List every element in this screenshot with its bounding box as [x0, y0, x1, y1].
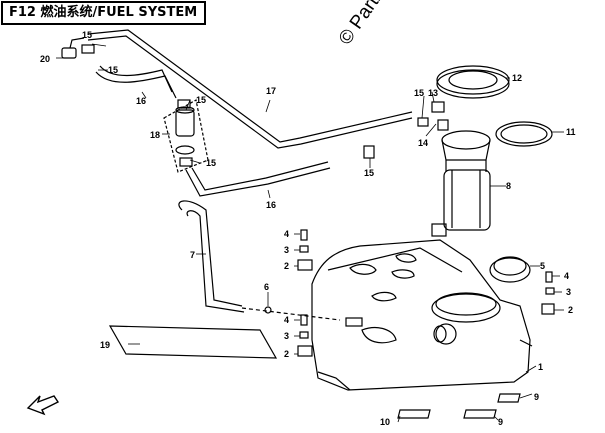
callout-15: 15 [414, 88, 424, 98]
callout-5: 5 [540, 261, 545, 271]
callout-4: 4 [564, 271, 569, 281]
pad-9-b [463, 409, 497, 419]
callout-3: 3 [284, 331, 289, 341]
fuel-tank-1 [311, 239, 533, 391]
mount-hardware-left-top [297, 229, 313, 271]
fuel-line-17 [87, 29, 413, 149]
callout-15: 15 [364, 168, 374, 178]
callout-15: 15 [206, 158, 216, 168]
callout-2: 2 [568, 305, 573, 315]
callout-15: 15 [196, 95, 206, 105]
fuel-filter-18 [163, 99, 209, 173]
lock-ring-12 [436, 65, 510, 99]
gasket-11 [495, 121, 553, 147]
front-direction-icon [26, 395, 60, 416]
callout-3: 3 [284, 245, 289, 255]
callout-7: 7 [190, 250, 195, 260]
callout-2: 2 [284, 349, 289, 359]
callout-14: 14 [418, 138, 428, 148]
callout-15: 15 [108, 65, 118, 75]
callout-16: 16 [266, 200, 276, 210]
callout-1: 1 [538, 362, 543, 372]
clamp-15 [363, 145, 375, 159]
callout-12: 12 [512, 73, 522, 83]
heat-shield-19 [108, 325, 278, 359]
pad-9-a [497, 393, 521, 403]
fitting-20 [61, 37, 95, 59]
callout-19: 19 [100, 340, 110, 350]
callout-9: 9 [498, 417, 503, 427]
clip-6 [264, 306, 272, 314]
callout-8: 8 [506, 181, 511, 191]
callout-10: 10 [380, 417, 390, 427]
callout-4: 4 [284, 315, 289, 325]
callout-6: 6 [264, 282, 269, 292]
mount-hardware-left-bottom [297, 314, 313, 357]
watermark: © Partzilla [335, 0, 402, 49]
callout-13: 13 [428, 88, 438, 98]
fuel-pump-8 [431, 130, 491, 237]
callout-2: 2 [284, 261, 289, 271]
callout-15: 15 [82, 30, 92, 40]
callout-18: 18 [150, 130, 160, 140]
callout-3: 3 [566, 287, 571, 297]
hose-16-lower [185, 161, 331, 197]
callout-16: 16 [136, 96, 146, 106]
connector-13-14 [417, 101, 449, 131]
callout-20: 20 [40, 54, 50, 64]
mount-hardware-right [541, 271, 555, 315]
callout-17: 17 [266, 86, 276, 96]
hose-7 [178, 200, 245, 313]
callout-11: 11 [566, 127, 576, 137]
diagram-title: F12 燃油系统/FUEL SYSTEM [1, 1, 206, 25]
pad-10 [397, 409, 431, 419]
tank-cap-5 [489, 256, 531, 283]
callout-9: 9 [534, 392, 539, 402]
callout-4: 4 [284, 229, 289, 239]
